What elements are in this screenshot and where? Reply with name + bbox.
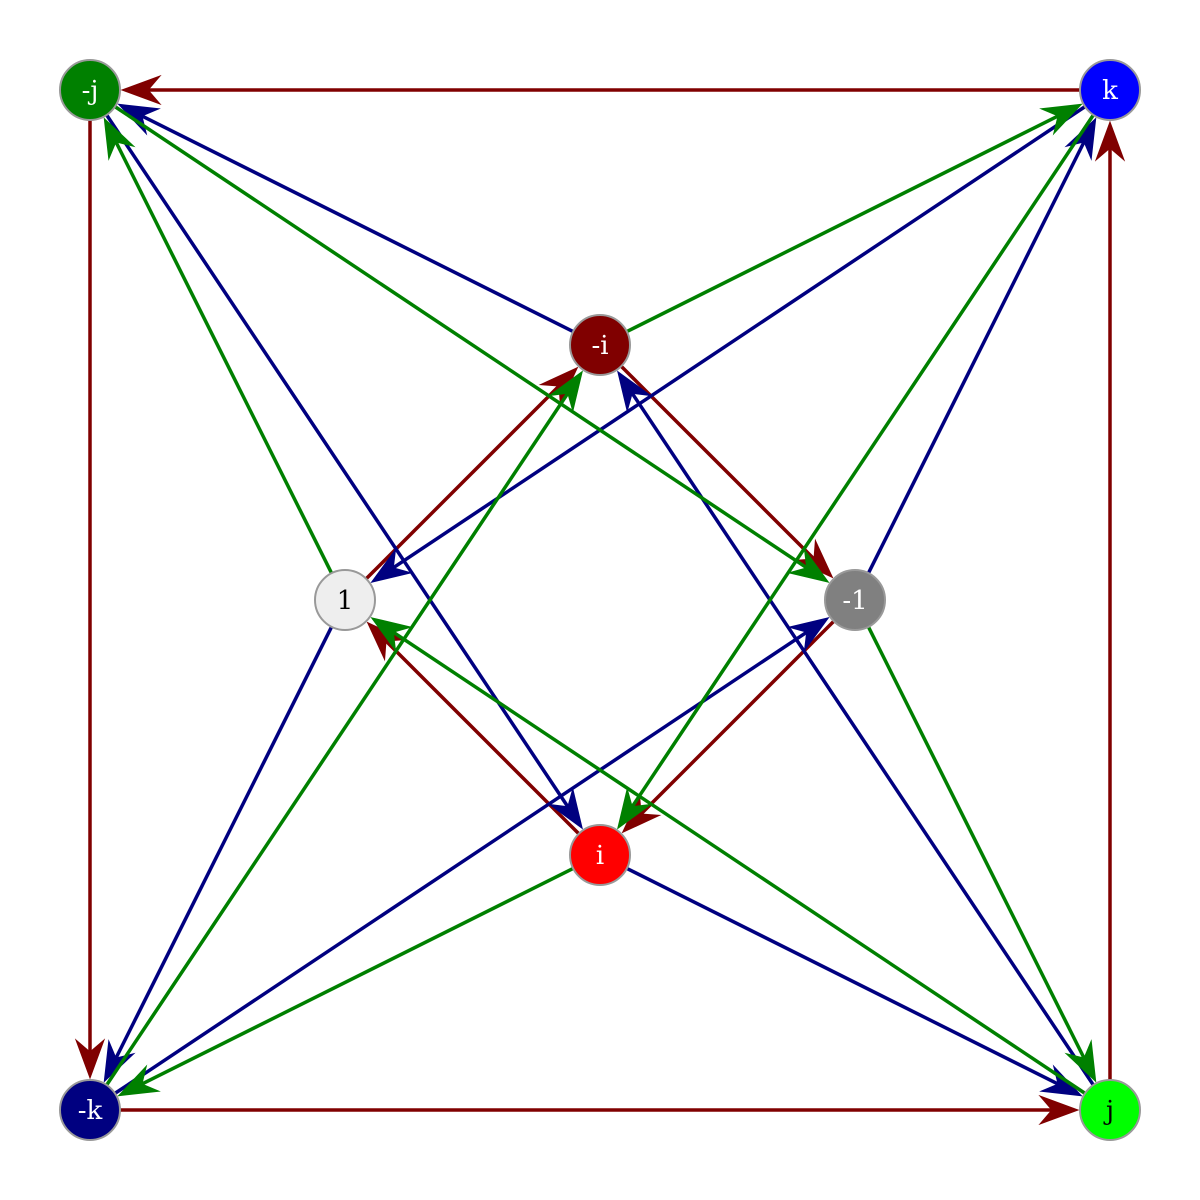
edge-arrowhead	[74, 1038, 106, 1080]
edge-one-to-neg_j	[103, 117, 334, 574]
node-circle	[569, 314, 631, 376]
edge-neg_i-to-k	[626, 103, 1083, 334]
node-label: 1	[337, 586, 354, 616]
edge-line	[622, 380, 1095, 1087]
edge-line	[626, 108, 1072, 334]
edge-j-to-neg_i	[616, 370, 1095, 1087]
node-neg-j: -j	[59, 59, 121, 121]
edge-arrowhead	[1094, 120, 1126, 162]
edge-line	[380, 105, 1087, 578]
edge-line	[108, 626, 334, 1072]
edge-arrowhead	[370, 616, 413, 653]
edge-neg_one-to-j	[866, 626, 1097, 1083]
edge-arrowhead	[120, 74, 162, 106]
node-label: j	[1103, 1096, 1114, 1126]
edge-k-to-neg_j	[120, 74, 1080, 106]
edge-arrowhead	[1039, 103, 1083, 136]
edge-arrowhead	[1064, 1039, 1097, 1083]
edge-line	[866, 626, 1092, 1072]
edge-line	[105, 113, 578, 820]
edge-line	[622, 113, 1095, 820]
node-circle	[824, 569, 886, 631]
edge-arrowhead	[787, 616, 830, 653]
edge-arrowhead	[117, 103, 161, 136]
node-label: -i	[591, 331, 608, 361]
edge-line	[629, 619, 836, 826]
node-i: i	[569, 824, 631, 886]
node-neg-k: -k	[59, 1079, 121, 1141]
edge-k-to-one	[370, 105, 1087, 584]
edge-arrowhead	[103, 1039, 136, 1083]
node-circle	[59, 59, 121, 121]
node-circle	[1079, 59, 1141, 121]
edge-line	[364, 374, 571, 581]
edge-i-to-one	[366, 621, 581, 836]
node-neg-i: -i	[569, 314, 631, 376]
edge-line	[626, 866, 1072, 1092]
edge-neg_one-to-i	[621, 619, 836, 834]
edge-i-to-j	[626, 866, 1083, 1097]
edge-line	[619, 364, 826, 571]
node-circle	[314, 569, 376, 631]
node-circle	[1079, 1079, 1141, 1141]
edges-layer	[74, 74, 1126, 1126]
edge-arrowhead	[1064, 117, 1097, 161]
edge-arrowhead	[370, 547, 413, 584]
node-label: -k	[78, 1096, 103, 1126]
node-circle	[569, 824, 631, 886]
edge-arrowhead	[787, 547, 830, 584]
edge-line	[113, 622, 820, 1095]
edge-line	[128, 866, 574, 1092]
node-circle	[59, 1079, 121, 1141]
edge-line	[105, 380, 578, 1087]
edge-neg_k-to-neg_one	[113, 616, 830, 1095]
edge-j-to-k	[1094, 120, 1126, 1080]
node-label: -j	[82, 76, 99, 106]
edge-line	[380, 622, 1087, 1095]
edge-k-to-i	[616, 113, 1095, 830]
edge-j-to-one	[370, 616, 1087, 1095]
edge-one-to-neg_i	[364, 366, 579, 581]
node-label: i	[596, 841, 604, 871]
node-label: k	[1102, 76, 1118, 106]
node-j: j	[1079, 1079, 1141, 1141]
edge-neg_j-to-i	[105, 113, 584, 830]
edge-neg_j-to-neg_one	[113, 105, 830, 584]
edge-arrowhead	[547, 370, 584, 413]
nodes-layer: 1 -1 i -i j -j k -k	[59, 59, 1141, 1141]
edge-arrowhead	[1038, 1094, 1080, 1126]
edge-arrowhead	[547, 787, 584, 830]
edge-neg_i-to-neg_j	[117, 103, 574, 334]
edge-arrowhead	[616, 370, 653, 413]
node-label: -1	[842, 586, 867, 616]
edge-arrowhead	[117, 1064, 161, 1097]
edge-neg_i-to-neg_one	[619, 364, 834, 579]
edge-line	[866, 128, 1092, 574]
edge-line	[113, 105, 820, 578]
edge-line	[108, 128, 334, 574]
node-k: k	[1079, 59, 1141, 121]
edge-neg_k-to-neg_i	[105, 370, 584, 1087]
node-one: 1	[314, 569, 376, 631]
edge-i-to-neg_k	[117, 866, 574, 1097]
edge-line	[374, 629, 581, 836]
edge-line	[128, 108, 574, 334]
edge-arrowhead	[103, 117, 136, 161]
edge-neg_j-to-neg_k	[74, 120, 106, 1080]
node-neg-one: -1	[824, 569, 886, 631]
edge-neg_k-to-j	[120, 1094, 1080, 1126]
edge-neg_one-to-k	[866, 117, 1097, 574]
edge-arrowhead	[616, 787, 653, 830]
edge-one-to-neg_k	[103, 626, 334, 1083]
edge-arrowhead	[1039, 1064, 1083, 1097]
